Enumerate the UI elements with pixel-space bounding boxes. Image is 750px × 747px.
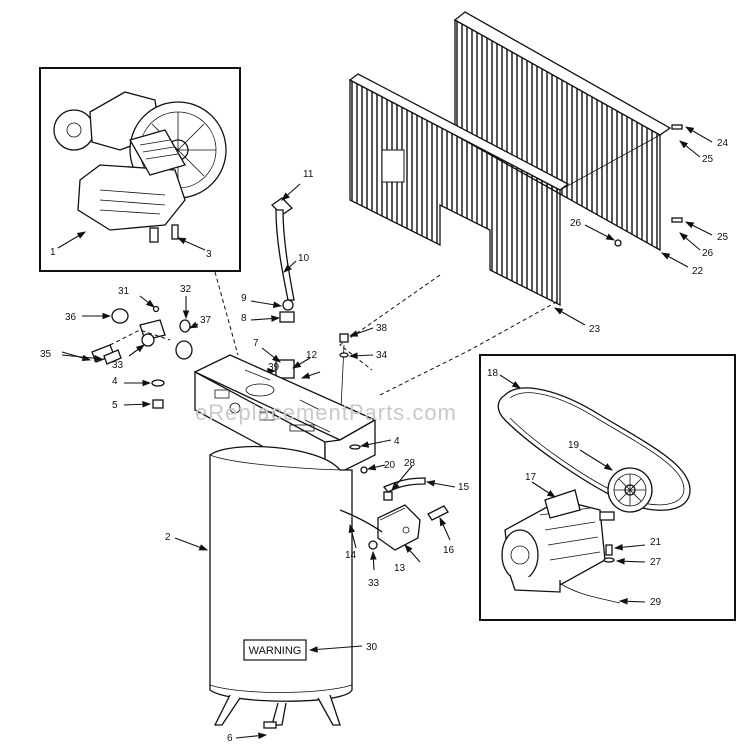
callout: 28 <box>404 458 416 469</box>
callout: 18 <box>487 368 499 379</box>
callout: 25 <box>717 232 729 243</box>
callout: 30 <box>366 642 378 653</box>
callout: 24 <box>717 138 729 149</box>
fittings-center <box>270 197 295 379</box>
callout: 20 <box>384 460 396 471</box>
guard-clips <box>614 124 683 247</box>
callout: 23 <box>589 324 601 335</box>
callout: 6 <box>227 733 233 744</box>
callout: 8 <box>241 313 247 324</box>
watermark: eReplacementParts.com <box>195 400 457 425</box>
callout: 3 <box>206 249 212 260</box>
callout: 37 <box>200 315 212 326</box>
callout: 33 <box>368 578 380 589</box>
warning-decal <box>243 639 307 661</box>
callout: 9 <box>241 293 247 304</box>
pulley <box>607 467 653 513</box>
callout: 27 <box>650 557 662 568</box>
callout: 11 <box>303 169 314 180</box>
callout: 39 <box>268 362 280 373</box>
callout: 29 <box>650 597 662 608</box>
callout: 32 <box>180 284 192 295</box>
callout: 17 <box>525 472 537 483</box>
callout: 10 <box>298 253 310 264</box>
callout: 31 <box>118 286 130 297</box>
pressure-switch <box>339 477 449 551</box>
fittings-left <box>91 305 193 409</box>
motor <box>501 489 621 604</box>
callout: 38 <box>376 323 388 334</box>
callout: 15 <box>458 482 470 493</box>
belt-guard-front <box>348 73 661 307</box>
callout: 5 <box>112 400 118 411</box>
pump-detail-box <box>39 67 241 272</box>
callout: 1 <box>50 247 56 258</box>
callout: 26 <box>570 218 582 229</box>
callout: 34 <box>376 350 388 361</box>
callout: 12 <box>306 350 318 361</box>
callout-labels: 1 2 3 4 4 5 6 7 8 9 10 11 12 13 14 15 16… <box>40 138 729 744</box>
belt-guard-rear <box>453 11 672 252</box>
callout: 21 <box>650 537 662 548</box>
callout: 4 <box>112 376 118 387</box>
pump-assembly <box>53 91 227 243</box>
callout: 7 <box>253 338 259 349</box>
callout: 16 <box>443 545 455 556</box>
callout: 26 <box>702 248 714 259</box>
belt <box>497 387 691 511</box>
callout: 2 <box>165 532 171 543</box>
callout: 22 <box>692 266 704 277</box>
callout: 14 <box>345 550 357 561</box>
callout: 35 <box>40 349 52 360</box>
callout: 33 <box>112 360 124 371</box>
callout: 36 <box>65 312 77 323</box>
warning-decal-text: WARNING <box>249 645 302 657</box>
air-tank <box>209 445 353 729</box>
callout: 19 <box>568 440 580 451</box>
callout: 13 <box>394 563 406 574</box>
motor-detail-box <box>479 354 736 621</box>
callout: 4 <box>394 436 400 447</box>
callout: 25 <box>702 154 714 165</box>
